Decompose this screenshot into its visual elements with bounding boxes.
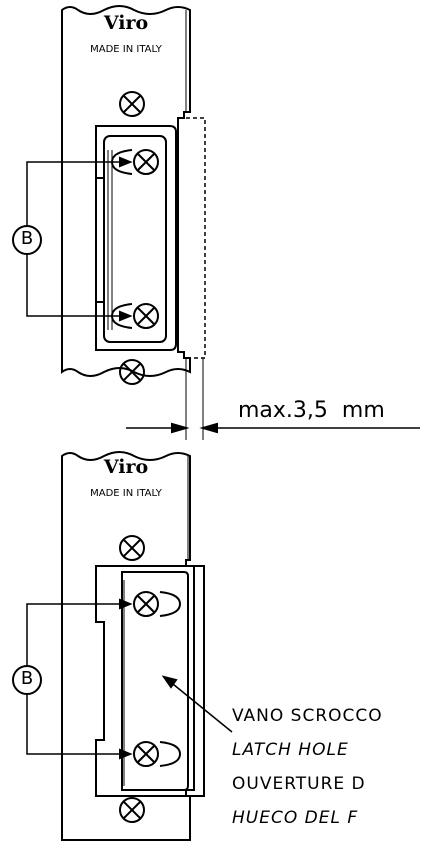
top-strike-plate-view — [13, 6, 205, 384]
bottom-brand-logo: Viro — [103, 456, 149, 478]
top-screw-upper — [120, 92, 144, 116]
top-brand-logo: Viro — [103, 12, 149, 34]
note-line-en: LATCH HOLE — [232, 740, 349, 760]
bottom-screw-lower — [120, 798, 144, 822]
top-callout-leader — [27, 162, 130, 226]
bottom-adjust-screw-1 — [134, 592, 180, 616]
top-screw-lower — [120, 360, 144, 384]
note-line-es: HUECO DEL F — [232, 808, 359, 828]
top-dashed-extension — [186, 118, 205, 358]
dimension-label: max.3,5 mm — [238, 398, 385, 423]
bottom-callout-b: B — [20, 668, 34, 689]
bottom-made-in-italy: MADE IN ITALY — [90, 488, 162, 499]
bottom-callout-leader — [27, 604, 130, 666]
bottom-faceplate-outline — [62, 452, 194, 840]
top-made-in-italy: MADE IN ITALY — [90, 44, 162, 55]
latch-hole-leader — [168, 680, 232, 732]
top-strike-body — [96, 126, 176, 350]
bottom-adjust-screw-2 — [134, 742, 180, 766]
note-line-fr: OUVERTURE D — [232, 774, 366, 794]
bottom-strike-body — [96, 566, 204, 796]
top-faceplate-outline — [62, 6, 190, 376]
note-line-it: VANO SCROCCO — [232, 706, 383, 726]
dimension-annotation — [126, 358, 420, 440]
bottom-strike-plate-view — [13, 452, 232, 840]
top-callout-b: B — [20, 228, 34, 249]
bottom-screw-upper — [120, 536, 144, 560]
